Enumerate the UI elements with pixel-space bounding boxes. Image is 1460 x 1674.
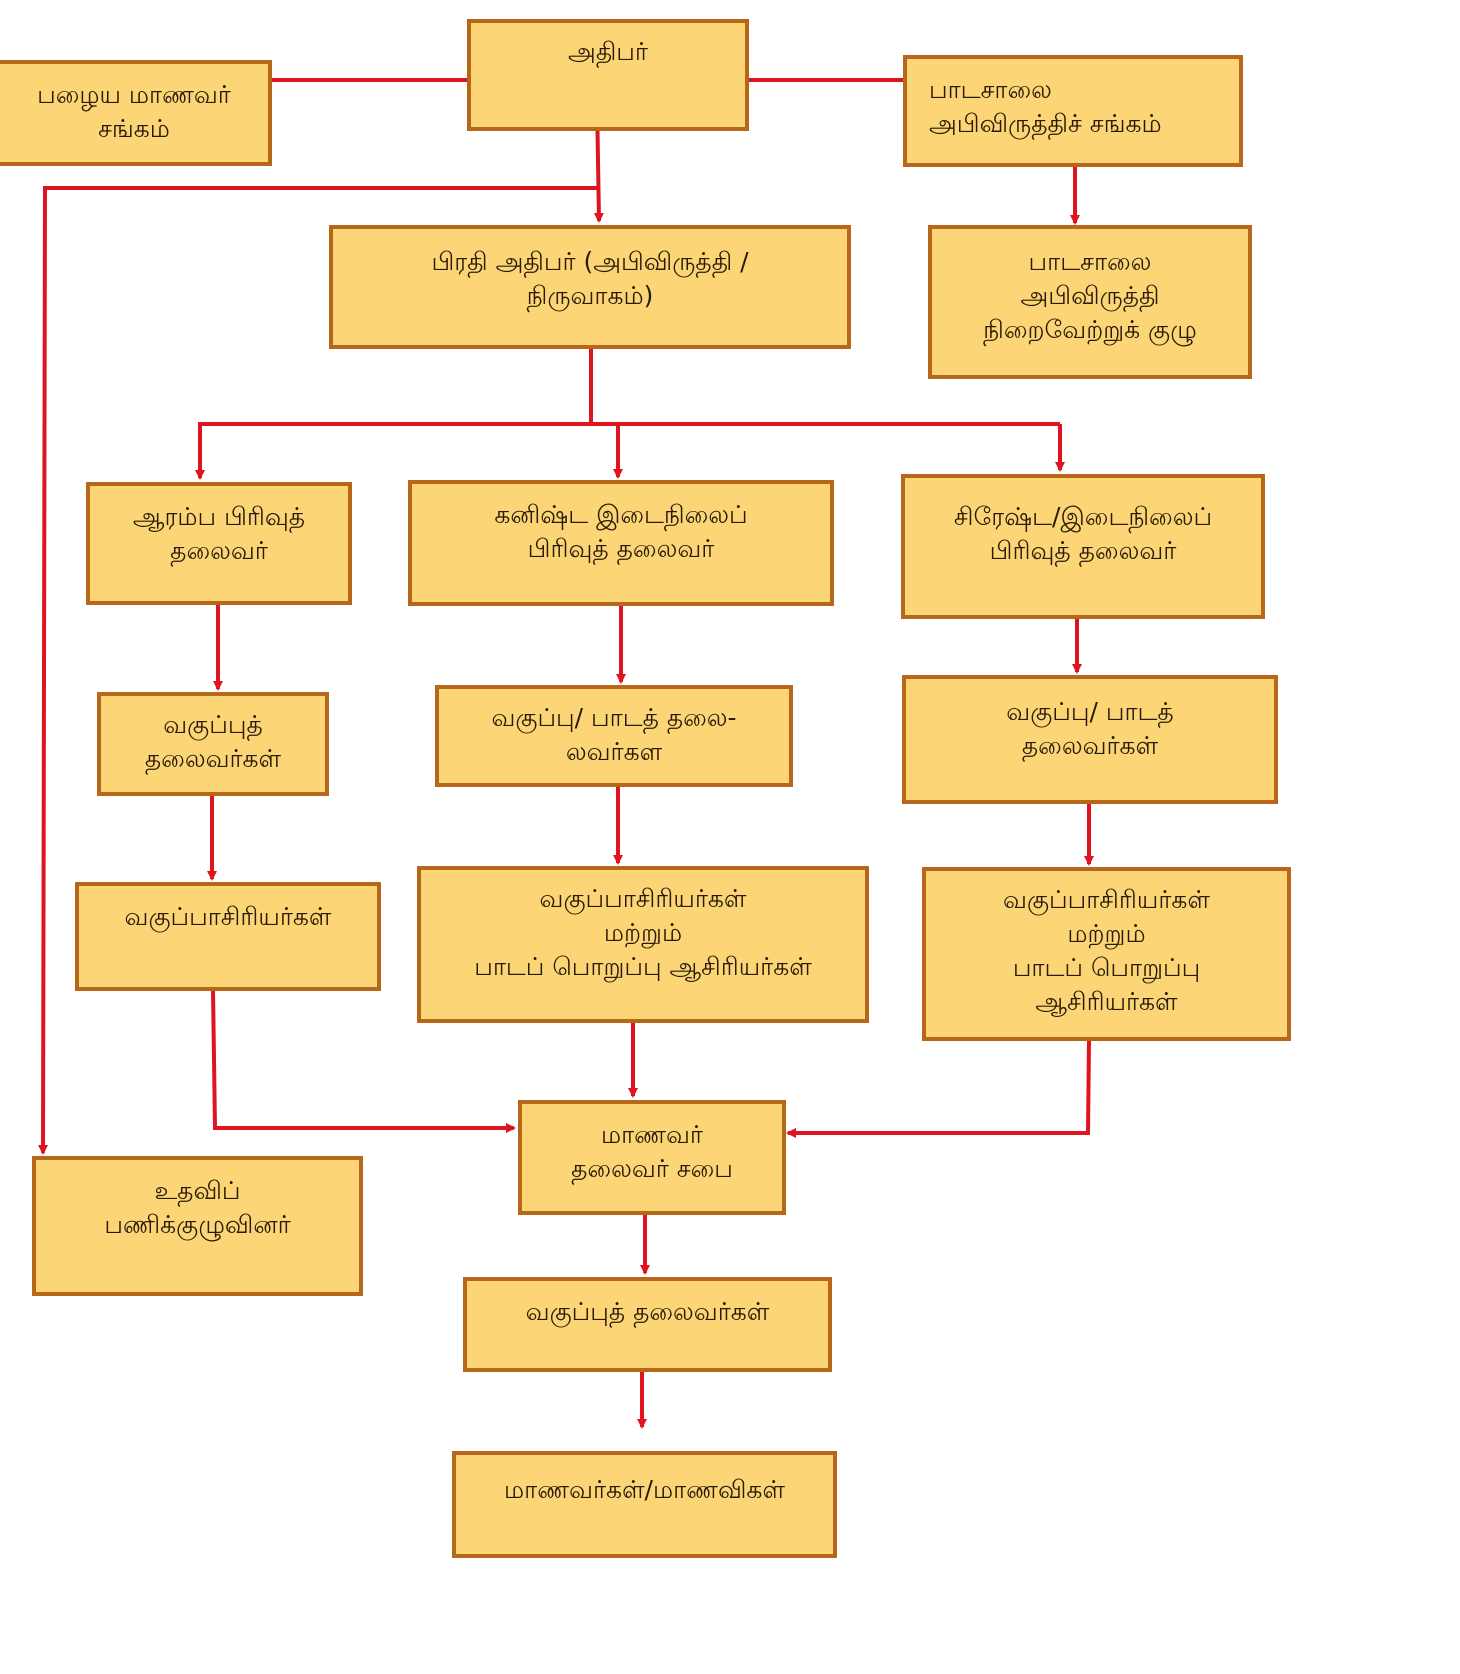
node-students: மாணவர்கள்/மாணவிகள் bbox=[452, 1451, 837, 1558]
node-primary-grade-heads-line-2: தலைவர்கள் bbox=[144, 744, 282, 773]
node-primary-class-teachers: வகுப்பாசிரியர்கள் bbox=[75, 882, 381, 991]
node-student-leaders-council: மாணவர் தலைவர் சபை bbox=[518, 1100, 786, 1215]
node-senior-class-subject-teachers-line-1: வகுப்பாசிரியர்கள் bbox=[1003, 885, 1210, 914]
node-junior-secondary-section-head: கனிஷ்ட இடைநிலைப் பிரிவுத் தலைவர் bbox=[408, 480, 834, 606]
node-deputy-principal-line-1: பிரதி அதிபர் (அபிவிருத்தி / bbox=[431, 247, 749, 276]
node-primary-section-head-line-2: தலைவர் bbox=[170, 536, 268, 565]
node-deputy-principal-line-2: நிருவாகம்) bbox=[526, 281, 654, 310]
node-sdc-executive-committee-line-2: அபிவிருத்தி bbox=[1020, 281, 1160, 310]
node-primary-class-teachers-line-1: வகுப்பாசிரியர்கள் bbox=[124, 902, 332, 931]
node-school-development-society-line-2: அபிவிருத்திச் சங்கம் bbox=[929, 109, 1162, 138]
connector-senior-teachers-council bbox=[786, 1039, 1091, 1138]
node-primary-section-head: ஆரம்ப பிரிவுத் தலைவர் bbox=[86, 482, 352, 605]
connector-principal-support-staff bbox=[38, 186, 598, 1155]
node-school-development-society-line-1: பாடசாலை bbox=[929, 75, 1052, 104]
node-senior-secondary-section-head: சிரேஷ்ட/இடைநிலைப் பிரிவுத் தலைவர் bbox=[901, 474, 1265, 619]
node-senior-class-subject-teachers: வகுப்பாசிரியர்கள் மற்றும் பாடப் பொறுப்பு… bbox=[922, 867, 1291, 1041]
node-senior-grade-subject-heads-line-2: தலைவர்கள் bbox=[1021, 731, 1159, 760]
node-school-development-society: பாடசாலை அபிவிருத்திச் சங்கம் bbox=[903, 55, 1243, 167]
node-junior-grade-subject-heads: வகுப்பு/ பாடத் தலை- லவர்கள bbox=[435, 685, 793, 787]
node-senior-class-subject-teachers-line-4: ஆசிரியர்கள் bbox=[1035, 987, 1178, 1016]
node-old-students-association: பழைய மாணவர் சங்கம் bbox=[0, 60, 272, 166]
connector-primary-teachers-council bbox=[211, 989, 516, 1133]
node-junior-class-subject-teachers-line-2: மற்றும் bbox=[603, 918, 683, 947]
node-primary-grade-heads: வகுப்புத் தலைவர்கள் bbox=[97, 692, 329, 796]
node-junior-class-subject-teachers-line-3: பாடப் பொறுப்பு ஆசிரியர்கள் bbox=[474, 952, 812, 981]
node-junior-secondary-section-head-line-2: பிரிவுத் தலைவர் bbox=[527, 534, 715, 563]
node-sdc-executive-committee: பாடசாலை அபிவிருத்தி நிறைவேற்றுக் குழு bbox=[928, 225, 1252, 379]
node-junior-class-subject-teachers: வகுப்பாசிரியர்கள் மற்றும் பாடப் பொறுப்பு… bbox=[417, 866, 869, 1023]
node-support-staff-line-2: பணிக்குழுவினர் bbox=[104, 1210, 291, 1239]
node-senior-secondary-section-head-line-1: சிரேஷ்ட/இடைநிலைப் bbox=[953, 502, 1213, 531]
node-students-line-1: மாணவர்கள்/மாணவிகள் bbox=[504, 1475, 785, 1504]
node-principal-line-1: அதிபர் bbox=[568, 37, 648, 66]
node-junior-grade-subject-heads-line-1: வகுப்பு/ பாடத் தலை- bbox=[491, 703, 737, 732]
node-student-leaders-council-line-1: மாணவர் bbox=[601, 1120, 703, 1149]
node-senior-class-subject-teachers-line-2: மற்றும் bbox=[1067, 919, 1146, 948]
node-junior-secondary-section-head-line-1: கனிஷ்ட இடைநிலைப் bbox=[494, 500, 748, 529]
node-old-students-association-line-2: சங்கம் bbox=[98, 114, 170, 143]
node-support-staff-line-1: உதவிப் bbox=[154, 1176, 241, 1205]
node-senior-grade-subject-heads: வகுப்பு/ பாடத் தலைவர்கள் bbox=[902, 675, 1278, 804]
node-junior-grade-subject-heads-line-2: லவர்கள bbox=[565, 737, 663, 766]
node-class-leaders: வகுப்புத் தலைவர்கள் bbox=[463, 1277, 832, 1372]
node-primary-section-head-line-1: ஆரம்ப பிரிவுத் bbox=[132, 502, 306, 531]
node-principal: அதிபர் bbox=[467, 19, 749, 131]
node-student-leaders-council-line-2: தலைவர் சபை bbox=[571, 1154, 733, 1183]
node-junior-class-subject-teachers-line-1: வகுப்பாசிரியர்கள் bbox=[539, 884, 747, 913]
node-senior-secondary-section-head-line-2: பிரிவுத் தலைவர் bbox=[989, 536, 1177, 565]
node-senior-class-subject-teachers-line-3: பாடப் பொறுப்பு bbox=[1012, 953, 1201, 982]
node-sdc-executive-committee-line-3: நிறைவேற்றுக் குழு bbox=[983, 315, 1197, 344]
node-deputy-principal: பிரதி அதிபர் (அபிவிருத்தி / நிருவாகம்) bbox=[329, 225, 851, 349]
node-senior-grade-subject-heads-line-1: வகுப்பு/ பாடத் bbox=[1006, 697, 1174, 726]
node-primary-grade-heads-line-1: வகுப்புத் bbox=[163, 710, 263, 739]
node-support-staff: உதவிப் பணிக்குழுவினர் bbox=[32, 1156, 363, 1296]
node-old-students-association-line-1: பழைய மாணவர் bbox=[37, 80, 231, 109]
node-class-leaders-line-1: வகுப்புத் தலைவர்கள் bbox=[525, 1297, 770, 1326]
node-sdc-executive-committee-line-1: பாடசாலை bbox=[1028, 247, 1152, 276]
